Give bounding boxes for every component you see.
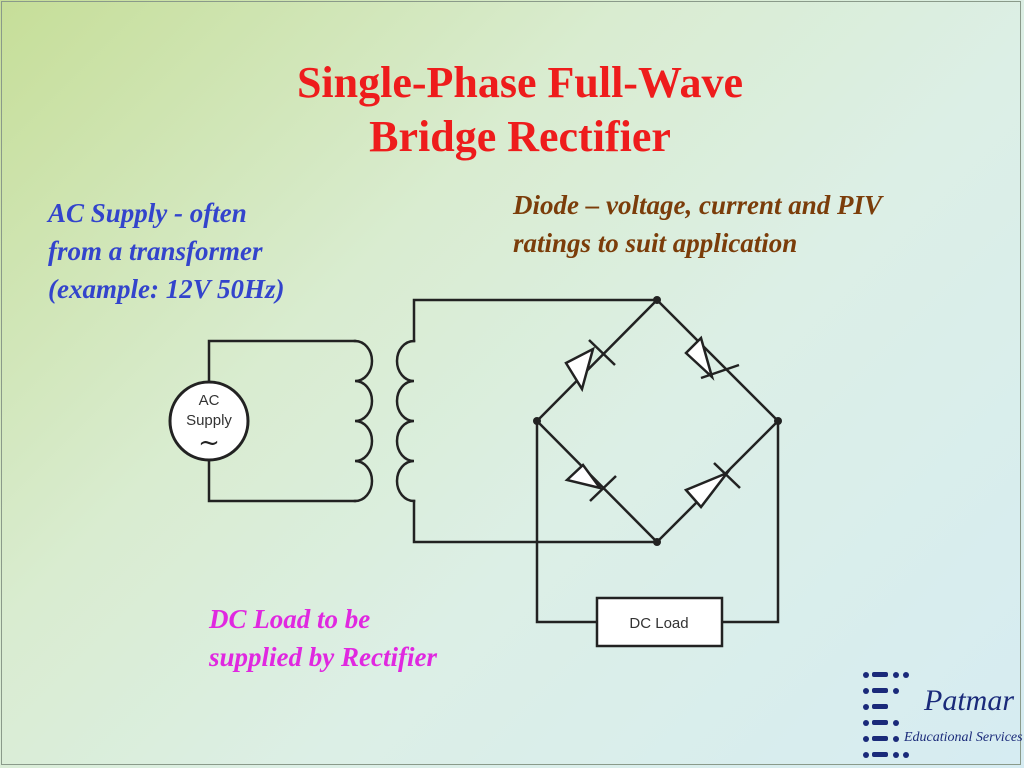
logo-name: Patmar (924, 684, 1014, 717)
junction-right (774, 417, 782, 425)
ac-note-line-2: from a transformer (48, 236, 263, 266)
logo-subtitle: Educational Services (904, 730, 1023, 745)
diode-note: Diode – voltage, current and PIV ratings… (513, 186, 882, 262)
bridge-diamond (535, 298, 780, 544)
secondary-coil (395, 339, 416, 503)
title-line-1: Single-Phase Full-Wave (296, 58, 744, 107)
patmar-logo (863, 672, 909, 758)
diode-note-line-2: ratings to suit application (513, 228, 798, 258)
ac-note-line-3: (example: 12V 50Hz) (48, 274, 285, 304)
load-note-line-2: supplied by Rectifier (209, 642, 437, 672)
sine-wave-icon: ~ (198, 428, 220, 458)
diode-top-left-icon (564, 339, 616, 393)
ac-source-symbol (168, 380, 250, 462)
junction-top (653, 296, 661, 304)
diode-top-right-icon (684, 335, 740, 381)
title-line-2: Bridge Rectifier (369, 112, 671, 161)
slide-title: Single-Phase Full-Wave Bridge Rectifier (0, 56, 1024, 164)
load-note-line-1: DC Load to be (209, 604, 371, 634)
diode-note-line-1: Diode – voltage, current and PIV (513, 190, 882, 220)
ac-source-label-1: AC (199, 392, 220, 409)
load-wire-left (535, 419, 599, 624)
diode-bottom-right-icon (683, 462, 741, 509)
ac-supply-note: AC Supply - often from a transformer (ex… (48, 194, 284, 308)
secondary-wire-top (412, 298, 659, 343)
ac-note-line-1: AC Supply - often (48, 198, 247, 228)
diode-bottom-left-icon (564, 463, 617, 502)
dc-load-box (595, 596, 724, 648)
junction-bottom (653, 538, 661, 546)
secondary-wire-bottom (412, 499, 659, 544)
primary-wire-bottom (207, 457, 357, 503)
dc-load-note: DC Load to be supplied by Rectifier (209, 600, 437, 676)
load-wire-right (720, 419, 780, 624)
dc-load-label: DC Load (629, 615, 688, 632)
primary-wire-top (207, 339, 357, 385)
ac-source-label-2: Supply (186, 412, 232, 429)
junction-left (533, 417, 541, 425)
primary-coil (353, 339, 374, 503)
